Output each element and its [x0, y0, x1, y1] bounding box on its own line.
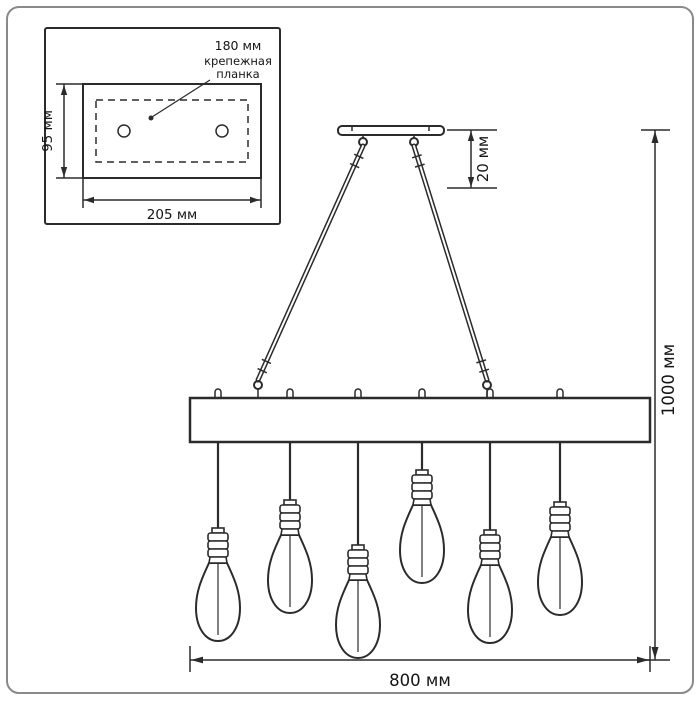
suspension-rope-left: [253, 143, 366, 398]
drop-dimension: 20 мм: [447, 129, 497, 189]
pendant-3: [335, 388, 381, 659]
cord-wrap: [486, 388, 494, 398]
bulb: [335, 544, 381, 659]
leader-dot: [148, 115, 154, 121]
drop-dimension-label: 20 мм: [474, 136, 492, 183]
plate-width-dimension: 205 мм: [82, 178, 262, 223]
plate-caption-line2: планка: [216, 67, 259, 81]
mount-plate-inset: 180 мм крепежная планка 95 мм 205 мм: [40, 27, 281, 225]
mount-plate-outline: [82, 83, 262, 179]
hole-spacing-label: 180 мм: [215, 38, 262, 53]
pendant-6: [537, 388, 583, 616]
plate-width-label: 205 мм: [147, 207, 197, 223]
bulb: [399, 469, 445, 584]
plate-caption-line1: крепежная: [204, 54, 272, 68]
canopy-bar: [337, 125, 445, 136]
pendant-5: [467, 388, 513, 644]
cord-wrap: [286, 388, 294, 398]
cord-wrap: [354, 388, 362, 398]
bulb: [537, 501, 583, 616]
bulb: [267, 499, 313, 614]
height-dimension-label: 1000 мм: [659, 344, 678, 416]
width-dimension-label: 800 мм: [389, 671, 451, 690]
canopy: [337, 125, 445, 147]
mount-plate-dashed-outline: [95, 99, 249, 163]
suspension-rope-right: [411, 143, 492, 398]
plate-height-dimension: 95 мм: [40, 83, 83, 179]
pendants: [195, 388, 583, 659]
inset-box: [44, 27, 281, 225]
leader-line: [151, 79, 211, 118]
bulb: [467, 529, 513, 644]
pendant-4: [399, 388, 445, 584]
height-dimension: 1000 мм: [641, 129, 678, 661]
pendant-1: [195, 388, 241, 642]
screw-hole-right: [215, 124, 229, 138]
frame-border: [6, 6, 694, 694]
cord-wrap: [418, 388, 426, 398]
width-dimension: 800 мм: [189, 646, 651, 690]
beam: [188, 396, 652, 444]
screw-hole-left: [117, 124, 131, 138]
cord-wrap: [556, 388, 564, 398]
beam-hook-left: [253, 380, 263, 398]
cord-wrap: [214, 388, 222, 398]
plate-height-label: 95 мм: [40, 110, 56, 152]
pendant-2: [267, 388, 313, 614]
bulb: [195, 527, 241, 642]
